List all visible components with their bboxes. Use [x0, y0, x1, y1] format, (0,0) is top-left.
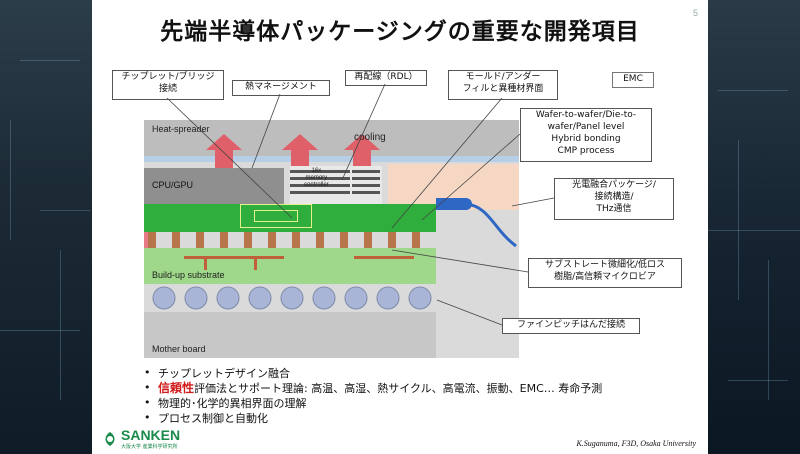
callout-mold: モールド/アンダー フィルと異種材界面 — [448, 70, 558, 100]
solder-ball — [408, 286, 432, 310]
cpu-label: CPU/GPU — [152, 180, 194, 190]
motherboard — [144, 312, 436, 358]
logo-text: SANKEN — [121, 427, 181, 443]
decor-line — [768, 260, 769, 400]
decor-line — [708, 230, 800, 231]
up-arrow-icon — [206, 134, 242, 168]
optical-connector-icon — [460, 198, 472, 210]
sanken-logo-icon — [105, 431, 115, 446]
author-credit: K.Suganuma, F3D, Osaka University — [576, 439, 696, 448]
solder-ball — [376, 286, 400, 310]
heat-spreader-label: Heat-spreader — [152, 124, 210, 134]
memory-stack — [290, 166, 382, 204]
bullet-item: •信頼性評価法とサポート理論: 高温、高湿、熱サイクル、高電流、振動、EMC… … — [144, 381, 603, 395]
decor-line — [0, 330, 80, 331]
buildup-substrate — [144, 248, 436, 284]
memory-label: 16x memory controller — [304, 168, 329, 188]
substrate-via — [204, 256, 207, 270]
cooling-label: cooling — [354, 132, 386, 143]
micro-bump-row — [144, 232, 436, 248]
heat-arrows — [144, 134, 380, 252]
up-arrow-icon — [344, 134, 380, 168]
package-diagram: Heat-spreader cooling CPU/GPU 16x memory — [144, 120, 519, 358]
callout-fine-pitch: ファインピッチはんだ接続 — [502, 318, 640, 334]
callout-rdl: 再配線（RDL） — [345, 70, 427, 86]
solder-ball — [344, 286, 368, 310]
solder-ball — [184, 286, 208, 310]
buildup-label: Build-up substrate — [152, 270, 225, 280]
leader-lines — [166, 83, 555, 326]
decor-line — [60, 250, 61, 400]
background-right-panel — [708, 0, 800, 454]
callout-thermal: 熱マネージメント — [232, 80, 330, 96]
solder-ball — [280, 286, 304, 310]
callout-hybrid-bonding: Wafer-to-wafer/Die-to- wafer/Panel level… — [520, 108, 652, 162]
slide-title: 先端半導体パッケージングの重要な開発項目 — [160, 19, 640, 45]
page-number: 5 — [692, 8, 698, 18]
cpu-die — [144, 168, 284, 204]
motherboard-label: Mother board — [152, 344, 206, 354]
solder-ball — [312, 286, 336, 310]
solder-ball — [152, 286, 176, 310]
solder-ball-row — [152, 286, 432, 310]
decor-line — [10, 120, 11, 240]
optical-cable — [460, 198, 517, 248]
callout-substrate: サブストレート微細化/低ロス 樹脂/高信頼マイクロビア — [528, 258, 682, 288]
bridge-inner-outline — [254, 210, 298, 222]
bullet-list: •チップレットデザイン融合 •信頼性評価法とサポート理論: 高温、高湿、熱サイク… — [144, 365, 602, 425]
background-left-panel — [0, 0, 92, 454]
decor-line — [718, 90, 788, 91]
logo-subtitle: 大阪大学 産業科学研究所 — [121, 444, 178, 450]
substrate-via — [254, 256, 257, 270]
decor-line — [40, 210, 90, 211]
bullet-item: •チップレットデザイン融合 — [144, 366, 290, 380]
decor-line — [738, 140, 739, 300]
substrate-trace — [354, 256, 414, 259]
bullet-item: •物理的･化学的異相界面の理解 — [144, 396, 307, 410]
solder-ball — [248, 286, 272, 310]
slide: 5 先端半導体パッケージングの重要な開発項目 Heat-spreader coo… — [92, 0, 708, 454]
sanken-logo: SANKEN 大阪大学 産業科学研究所 — [102, 427, 180, 450]
decor-line — [20, 60, 80, 61]
bridge-outline — [240, 204, 312, 228]
tim-layer — [144, 156, 519, 162]
up-arrow-icon — [282, 134, 318, 168]
substrate-trace — [184, 256, 284, 259]
solder-ball — [216, 286, 240, 310]
callout-emc: EMC — [612, 72, 654, 88]
decor-line — [728, 380, 788, 381]
callout-optical: 光電融合パッケージ/ 接続構造/ THz通信 — [554, 178, 674, 220]
bullet-item: •プロセス制御と自動化 — [144, 411, 268, 425]
